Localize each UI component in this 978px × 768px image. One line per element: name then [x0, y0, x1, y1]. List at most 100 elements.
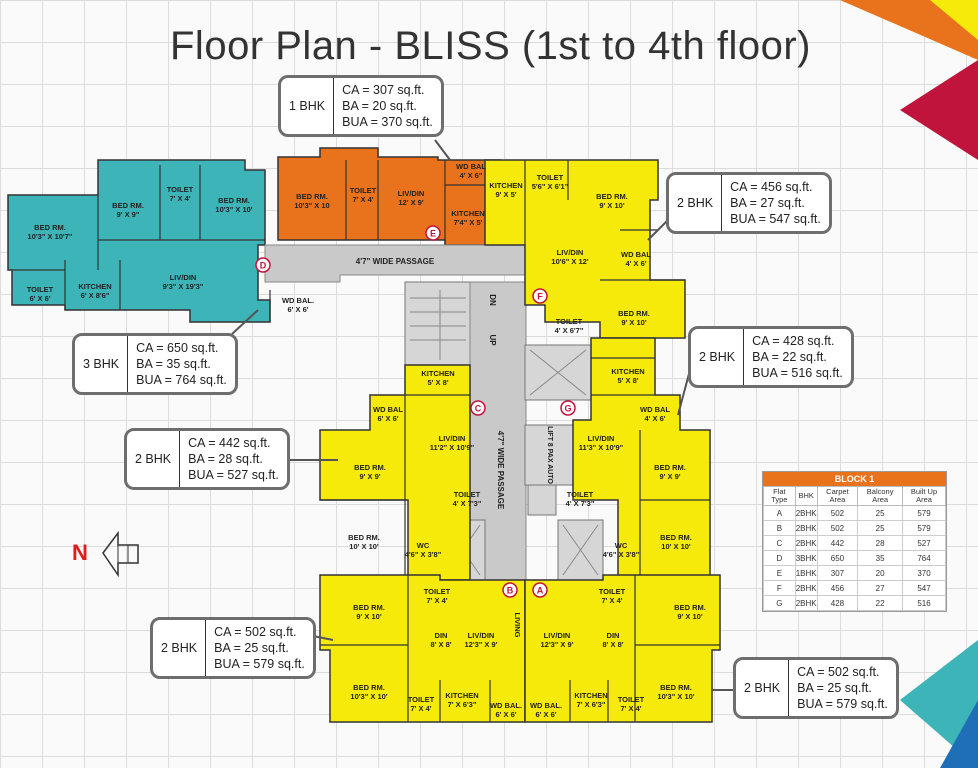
- svg-text:G: G: [564, 404, 571, 414]
- callout-bua: BUA = 579 sq.ft.: [214, 657, 305, 671]
- callout-ca: CA = 502 sq.ft.: [797, 665, 880, 679]
- table-header-cell: BHK: [794, 486, 818, 506]
- room-label-wdbal-d: WD BAL.6' X 6': [282, 296, 314, 314]
- callout-bua: BUA = 764 sq.ft.: [136, 373, 227, 387]
- table-cell: 1BHK: [794, 565, 818, 581]
- room-labels: BED RM.10'3" X 10'7"BED RM.9' X 9"TOILET…: [27, 162, 706, 719]
- room-label-bed-a1: BED RM.9' X 10': [674, 603, 706, 621]
- callout-flat-f: 2 BHK CA = 456 sq.ft.BA = 27 sq.ft.BUA =…: [666, 172, 832, 234]
- callout-ba: BA = 25 sq.ft.: [214, 641, 289, 655]
- table-cell: C: [763, 535, 796, 551]
- callout-flat-type: 2 BHK: [736, 660, 790, 716]
- table-cell: 442: [816, 535, 859, 551]
- room-label-bed-f1: BED RM.9' X 10': [596, 192, 628, 210]
- stair-up-label: UP: [488, 334, 497, 346]
- unit-marker-c: C: [470, 400, 486, 416]
- flat-c: [319, 364, 471, 581]
- callout-flat-type: 2 BHK: [127, 431, 181, 487]
- table-cell: F: [763, 580, 796, 596]
- table-cell: 456: [816, 580, 859, 596]
- svg-text:C: C: [475, 404, 482, 414]
- callout-flat-type: 2 BHK: [153, 620, 207, 676]
- flat-g: [572, 337, 711, 581]
- unit-marker-f: F: [532, 288, 548, 304]
- room-label-bed-b1: BED RM.9' X 10': [353, 603, 385, 621]
- room-label-bed-a2: BED RM.10'3" X 10': [657, 683, 694, 701]
- page-title: Floor Plan - BLISS (1st to 4th floor): [170, 24, 811, 68]
- callout-flat-type: 3 BHK: [75, 336, 129, 392]
- room-label-bed-f2: BED RM.9' X 10': [618, 309, 650, 327]
- living-label: LIVING: [513, 612, 522, 637]
- callout-bua: BUA = 527 sq.ft.: [188, 468, 279, 482]
- north-label: N: [72, 540, 88, 565]
- callout-flat-e: 1 BHK CA = 307 sq.ft.BA = 20 sq.ft.BUA =…: [278, 75, 444, 137]
- callout-ba: BA = 22 sq.ft.: [752, 350, 827, 364]
- callout-ca: CA = 456 sq.ft.: [730, 180, 813, 194]
- callout-pointers: [231, 139, 735, 691]
- table-cell: 579: [902, 505, 946, 521]
- decor-triangle-blue: [940, 700, 978, 768]
- table-cell: 527: [902, 535, 946, 551]
- table-cell: 650: [816, 550, 859, 566]
- decor-triangle-yellow: [930, 0, 978, 40]
- table-cell: 307: [816, 565, 859, 581]
- table-cell: A: [763, 505, 796, 521]
- flat-a: [524, 574, 721, 723]
- room-label-bed-c1: BED RM.9' X 9': [354, 463, 386, 481]
- table-cell: 2BHK: [794, 595, 818, 611]
- room-label-bed-g1: BED RM.9' X 9': [654, 463, 686, 481]
- callout-flat-type: 2 BHK: [691, 329, 745, 385]
- unit-marker-a: A: [532, 582, 548, 598]
- north-arrow-icon: [102, 530, 139, 578]
- room-label-bed-d3: BED RM.10'3" X 10': [215, 196, 252, 214]
- room-label-bed-g2: BED RM.10' X 10': [660, 533, 692, 551]
- svg-text:B: B: [507, 586, 514, 596]
- table-cell: 2BHK: [794, 520, 818, 536]
- table-cell: D: [763, 550, 796, 566]
- callout-flat-g: 2 BHK CA = 428 sq.ft.BA = 22 sq.ft.BUA =…: [688, 326, 854, 388]
- room-label-wdbal-a: WD BAL.6' X 6': [530, 701, 562, 719]
- callout-flat-b: 2 BHK CA = 502 sq.ft.BA = 25 sq.ft.BUA =…: [150, 617, 316, 679]
- table-cell: 428: [816, 595, 859, 611]
- table-header-cell: Carpet Area: [816, 486, 859, 506]
- table-cell: 2BHK: [794, 535, 818, 551]
- decor-triangle-orange: [840, 0, 978, 60]
- decor-triangle-red: [900, 60, 978, 160]
- callout-ba: BA = 28 sq.ft.: [188, 452, 263, 466]
- svg-text:F: F: [537, 292, 543, 302]
- flat-e: [277, 147, 501, 246]
- table-cell: G: [763, 595, 796, 611]
- table-cell: 579: [902, 520, 946, 536]
- table-header-cell: Built Up Area: [902, 486, 946, 506]
- table-cell: 502: [816, 505, 859, 521]
- callout-flat-d: 3 BHK CA = 650 sq.ft.BA = 35 sq.ft.BUA =…: [72, 333, 238, 395]
- svg-text:E: E: [430, 229, 436, 239]
